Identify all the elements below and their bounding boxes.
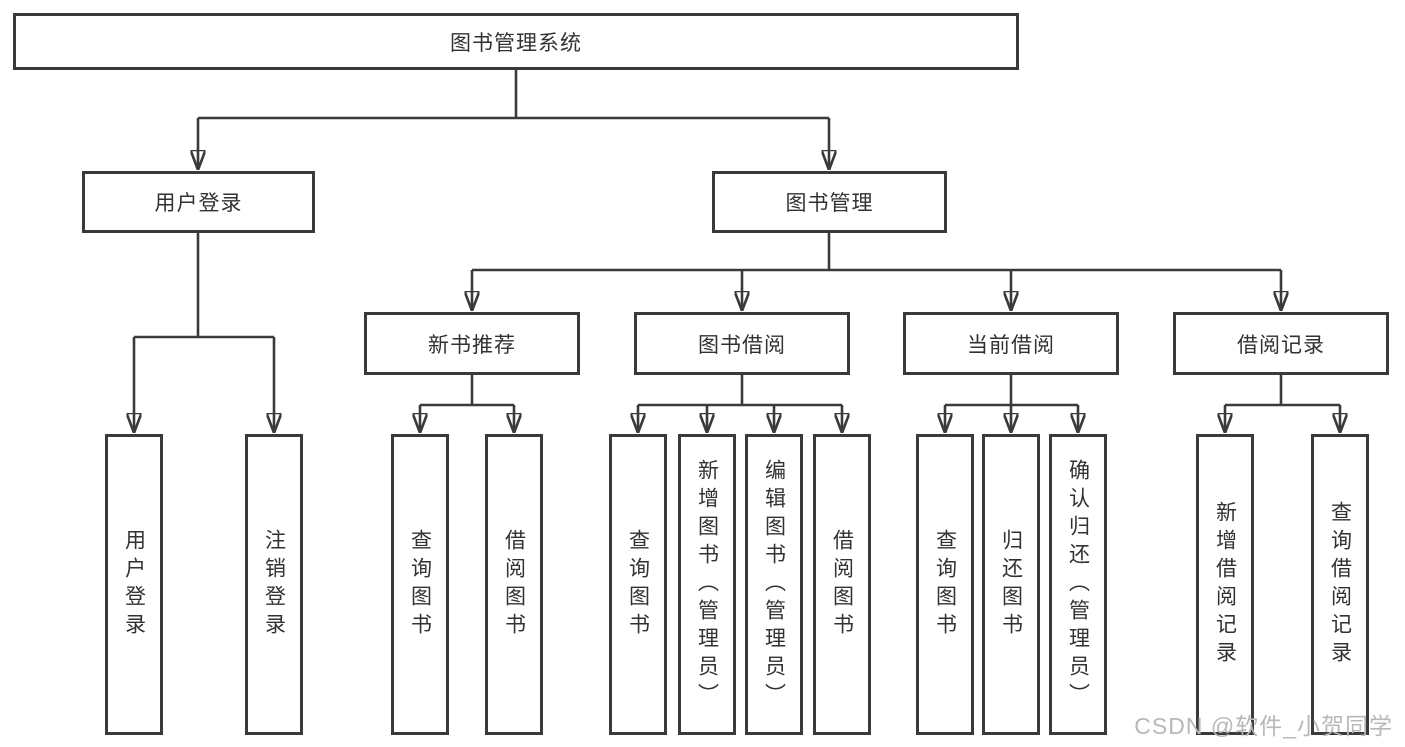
connector-new-book-recommend: [420, 375, 514, 431]
node-root-system: 图书管理系统: [13, 13, 1019, 70]
node-label: 确认归还（管理员）: [1066, 458, 1090, 711]
connector-root: [198, 70, 829, 168]
node-label: 新增图书（管理员）: [695, 458, 719, 711]
node-book-borrow: 图书借阅: [634, 312, 850, 375]
node-leaf-query-book-3: 查询图书: [916, 434, 974, 735]
node-leaf-edit-book-admin: 编辑图书（管理员）: [745, 434, 803, 735]
node-leaf-add-book-admin: 新增图书（管理员）: [678, 434, 736, 735]
node-user-login: 用户登录: [82, 171, 315, 233]
node-leaf-confirm-return-admin: 确认归还（管理员）: [1049, 434, 1107, 735]
node-leaf-borrow-book-2: 借阅图书: [813, 434, 871, 735]
node-leaf-query-book-1: 查询图书: [391, 434, 449, 735]
node-label: 新书推荐: [428, 333, 516, 357]
node-label: 用户登录: [122, 528, 146, 641]
node-label: 新增借阅记录: [1213, 500, 1237, 669]
node-label: 查询借阅记录: [1328, 500, 1352, 669]
connector-current-borrow: [945, 375, 1078, 431]
connector-user-login: [134, 233, 274, 431]
node-new-book-recommend: 新书推荐: [364, 312, 580, 375]
node-label: 查询图书: [626, 528, 650, 641]
node-label: 图书管理系统: [450, 31, 582, 55]
node-borrow-records: 借阅记录: [1173, 312, 1389, 375]
connector-borrow-records: [1225, 375, 1340, 431]
node-leaf-logout: 注销登录: [245, 434, 303, 735]
node-leaf-user-login: 用户登录: [105, 434, 163, 735]
node-book-management: 图书管理: [712, 171, 947, 233]
node-label: 图书借阅: [698, 333, 786, 357]
node-current-borrow: 当前借阅: [903, 312, 1119, 375]
connector-book-borrow: [638, 375, 842, 431]
node-label: 图书管理: [785, 192, 874, 215]
node-leaf-return-book: 归还图书: [982, 434, 1040, 735]
node-label: 借阅记录: [1237, 333, 1325, 357]
node-label: 借阅图书: [830, 528, 854, 641]
node-label: 注销登录: [262, 528, 286, 641]
node-label: 归还图书: [999, 528, 1023, 641]
node-label: 用户登录: [154, 192, 243, 215]
node-label: 当前借阅: [967, 333, 1055, 357]
node-leaf-query-book-2: 查询图书: [609, 434, 667, 735]
csdn-watermark: CSDN @软件_小贺同学: [1134, 713, 1393, 739]
node-leaf-query-borrow-record: 查询借阅记录: [1311, 434, 1369, 735]
node-leaf-add-borrow-record: 新增借阅记录: [1196, 434, 1254, 735]
connector-book-management: [472, 233, 1281, 309]
node-label: 借阅图书: [502, 528, 526, 641]
node-leaf-borrow-book-1: 借阅图书: [485, 434, 543, 735]
node-label: 查询图书: [408, 528, 432, 641]
node-label: 查询图书: [933, 528, 957, 641]
node-label: 编辑图书（管理员）: [762, 458, 786, 711]
